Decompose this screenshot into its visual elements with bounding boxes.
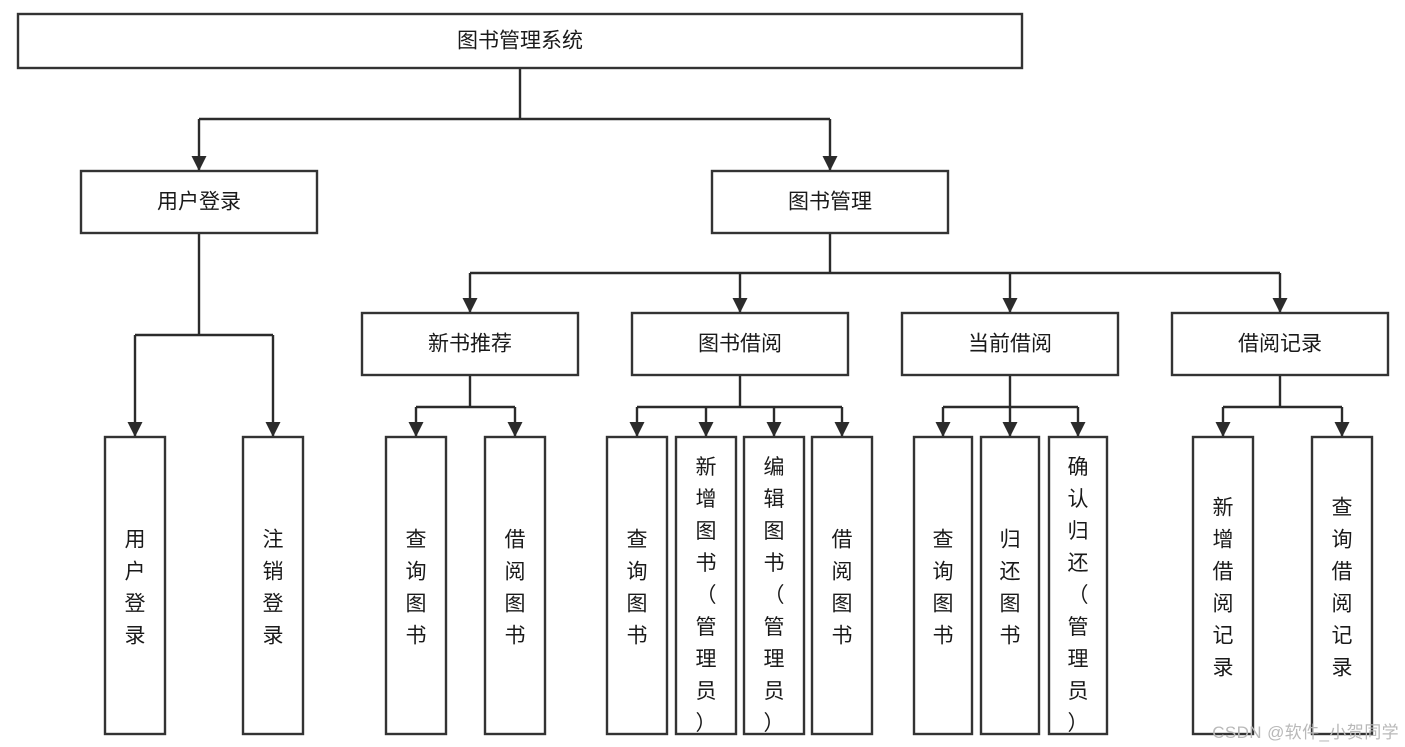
- node-leaf-borrow-book-2-label: 借阅图书: [832, 528, 853, 647]
- node-leaf-logout-login-label: 注销登录: [263, 528, 284, 647]
- arrow-head-icon: [127, 422, 143, 437]
- node-leaf-query-book-3[interactable]: 查询图书: [912, 435, 974, 736]
- node-leaf-query-book-2-label: 查询图书: [627, 528, 648, 647]
- node-leaf-add-book[interactable]: 新增图书（管理员）: [674, 435, 738, 736]
- node-new-book-rec[interactable]: 新书推荐: [360, 311, 580, 377]
- node-leaf-query-record[interactable]: 查询借阅记录: [1310, 435, 1374, 736]
- node-current-borrow-label: 当前借阅: [968, 333, 1052, 356]
- node-new-book-rec-label: 新书推荐: [428, 333, 512, 356]
- connector-layer: [127, 68, 1350, 437]
- node-user-login[interactable]: 用户登录: [79, 169, 319, 235]
- arrow-head-icon: [191, 156, 207, 171]
- arrow-head-icon: [766, 422, 782, 437]
- node-leaf-confirm-return-label: 确认归还（管理员）: [1068, 456, 1089, 735]
- node-book-borrow-box[interactable]: [630, 311, 850, 377]
- node-book-manage[interactable]: 图书管理: [710, 169, 950, 235]
- arrow-head-icon: [408, 422, 424, 437]
- node-leaf-query-record-box[interactable]: [1310, 435, 1374, 736]
- node-borrow-record[interactable]: 借阅记录: [1170, 311, 1390, 377]
- node-leaf-user-login[interactable]: 用户登录: [103, 435, 167, 736]
- node-leaf-edit-book-label: 编辑图书（管理员）: [764, 456, 785, 735]
- arrow-head-icon: [1215, 422, 1231, 437]
- node-book-borrow[interactable]: 图书借阅: [630, 311, 850, 377]
- node-user-login-label: 用户登录: [157, 191, 241, 214]
- arrow-head-icon: [507, 422, 523, 437]
- node-leaf-confirm-return[interactable]: 确认归还（管理员）: [1047, 435, 1109, 736]
- node-leaf-user-login-box[interactable]: [103, 435, 167, 736]
- arrow-head-icon: [935, 422, 951, 437]
- node-leaf-edit-book[interactable]: 编辑图书（管理员）: [742, 435, 806, 736]
- node-leaf-query-book-1-box[interactable]: [384, 435, 448, 736]
- node-book-borrow-label: 图书借阅: [698, 333, 782, 356]
- node-leaf-confirm-return-box[interactable]: [1047, 435, 1109, 736]
- node-leaf-return-book-box[interactable]: [979, 435, 1041, 736]
- node-leaf-query-book-3-box[interactable]: [912, 435, 974, 736]
- node-layer: 图书管理系统用户登录图书管理新书推荐图书借阅当前借阅借阅记录用户登录注销登录查询…: [16, 12, 1390, 736]
- node-leaf-borrow-book-2-box[interactable]: [810, 435, 874, 736]
- node-leaf-add-record-box[interactable]: [1191, 435, 1255, 736]
- arrow-head-icon: [1334, 422, 1350, 437]
- node-leaf-add-book-label: 新增图书（管理员）: [696, 456, 717, 735]
- node-root[interactable]: 图书管理系统: [16, 12, 1024, 70]
- node-leaf-query-book-2-box[interactable]: [605, 435, 669, 736]
- node-root-label: 图书管理系统: [457, 30, 583, 53]
- arrow-head-icon: [1070, 422, 1086, 437]
- node-leaf-borrow-book-1-box[interactable]: [483, 435, 547, 736]
- arrow-head-icon: [1002, 298, 1018, 313]
- node-current-borrow-box[interactable]: [900, 311, 1120, 377]
- node-borrow-record-box[interactable]: [1170, 311, 1390, 377]
- node-borrow-record-label: 借阅记录: [1238, 333, 1322, 356]
- node-leaf-query-book-3-label: 查询图书: [933, 528, 954, 647]
- node-leaf-add-book-box[interactable]: [674, 435, 738, 736]
- arrow-head-icon: [265, 422, 281, 437]
- node-leaf-logout-login[interactable]: 注销登录: [241, 435, 305, 736]
- node-current-borrow[interactable]: 当前借阅: [900, 311, 1120, 377]
- node-book-manage-label: 图书管理: [788, 191, 872, 214]
- node-leaf-borrow-book-1-label: 借阅图书: [505, 528, 526, 647]
- node-leaf-edit-book-box[interactable]: [742, 435, 806, 736]
- csdn-watermark: CSDN @软件_小贺同学: [1212, 723, 1399, 742]
- arrow-head-icon: [732, 298, 748, 313]
- node-leaf-query-record-label: 查询借阅记录: [1332, 496, 1353, 679]
- arrow-head-icon: [834, 422, 850, 437]
- node-leaf-borrow-book-2[interactable]: 借阅图书: [810, 435, 874, 736]
- node-leaf-return-book[interactable]: 归还图书: [979, 435, 1041, 736]
- node-leaf-query-book-1-label: 查询图书: [406, 528, 427, 647]
- node-leaf-user-login-label: 用户登录: [125, 528, 146, 647]
- node-leaf-query-book-1[interactable]: 查询图书: [384, 435, 448, 736]
- node-new-book-rec-box[interactable]: [360, 311, 580, 377]
- node-leaf-logout-login-box[interactable]: [241, 435, 305, 736]
- node-root-box[interactable]: [16, 12, 1024, 70]
- node-leaf-add-record-label: 新增借阅记录: [1213, 496, 1234, 679]
- arrow-head-icon: [629, 422, 645, 437]
- node-leaf-borrow-book-1[interactable]: 借阅图书: [483, 435, 547, 736]
- arrow-head-icon: [462, 298, 478, 313]
- arrow-head-icon: [822, 156, 838, 171]
- node-leaf-query-book-2[interactable]: 查询图书: [605, 435, 669, 736]
- arrow-head-icon: [1272, 298, 1288, 313]
- node-book-manage-box[interactable]: [710, 169, 950, 235]
- node-leaf-add-record[interactable]: 新增借阅记录: [1191, 435, 1255, 736]
- node-leaf-return-book-label: 归还图书: [1000, 528, 1021, 647]
- arrow-head-icon: [1002, 422, 1018, 437]
- node-user-login-box[interactable]: [79, 169, 319, 235]
- arrow-head-icon: [698, 422, 714, 437]
